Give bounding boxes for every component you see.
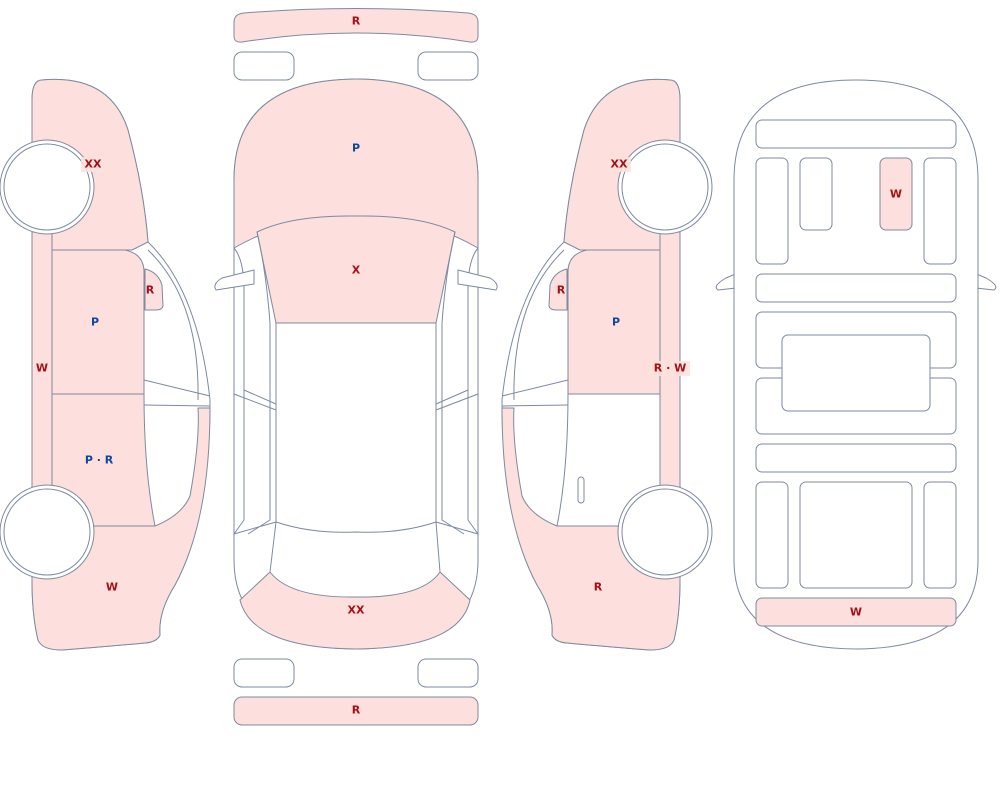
underbody-damaged-panel[interactable] — [879, 157, 913, 231]
top-roof — [275, 322, 437, 533]
top-right-mirror — [457, 269, 498, 291]
underbody-right-rear-rail — [923, 481, 957, 589]
top-rear-bumper-label: R — [352, 704, 361, 717]
underbody-panel-label: W — [890, 188, 902, 201]
underbody-spare-well — [799, 481, 913, 589]
svg-text:XX: XX — [611, 158, 628, 171]
top-right-pillars — [435, 231, 479, 535]
underbody-left-rear-rail — [755, 481, 789, 589]
underbody-center-tunnel — [781, 334, 931, 412]
top-trunk[interactable] — [239, 571, 471, 650]
underbody-mid-crossmember — [755, 443, 957, 473]
right-window-frame — [501, 249, 569, 407]
underbody-left-front-rail — [755, 157, 789, 265]
top-hood-label: P — [352, 142, 360, 155]
top-windshield-label: X — [352, 264, 361, 277]
left-front-door[interactable] — [51, 249, 145, 395]
left-mirror-label: R — [146, 284, 155, 297]
underbody-right-front-rail — [923, 157, 957, 265]
right-rear-quarter[interactable] — [501, 407, 681, 651]
underbody-view: W W — [715, 79, 997, 650]
right-fender-label: XX — [607, 157, 631, 172]
top-front-bumper[interactable] — [233, 8, 479, 43]
underbody-front-crossmember — [755, 119, 957, 149]
left-rear-quarter-label: W — [106, 581, 118, 594]
underbody-rear-crossmember[interactable] — [755, 597, 957, 627]
right-mirror[interactable] — [548, 268, 568, 311]
top-view: R P X XX R — [214, 8, 498, 726]
left-rear-quarter[interactable] — [31, 407, 211, 651]
top-front-left-light — [233, 51, 295, 81]
top-rear-right-light — [417, 658, 479, 688]
left-rear-wheel — [3, 488, 91, 576]
left-front-wheel — [3, 143, 91, 231]
underbody-rear-crossmember-label: W — [850, 606, 862, 619]
top-front-right-light — [417, 51, 479, 81]
top-left-pillars — [233, 231, 277, 535]
top-left-mirror — [214, 269, 255, 291]
left-side-view: XX P R W P · R W — [0, 78, 211, 651]
right-front-door-label: P — [612, 316, 620, 329]
top-trunk-label: XX — [348, 604, 365, 617]
right-mirror-label: R — [557, 284, 566, 297]
svg-text:R · W: R · W — [654, 362, 686, 375]
right-front-wheel — [621, 143, 709, 231]
left-window-frame — [143, 249, 211, 407]
top-front-bumper-label: R — [352, 15, 361, 28]
left-front-door-label: P — [91, 316, 99, 329]
left-rear-door-label: P · R — [85, 454, 114, 467]
underbody-engine-mount — [799, 157, 833, 231]
right-front-door[interactable] — [567, 249, 661, 395]
left-fender-label: XX — [81, 157, 105, 172]
right-rear-wheel — [621, 488, 709, 576]
underbody-firewall — [755, 273, 957, 303]
top-rear-window — [269, 521, 441, 573]
top-rear-left-light — [233, 658, 295, 688]
right-side-view: XX R P R · W R — [501, 78, 713, 651]
left-rocker-label: W — [36, 362, 48, 375]
top-windshield[interactable] — [256, 215, 456, 324]
right-fuel-door — [577, 476, 585, 504]
right-rear-quarter-label: R — [594, 581, 603, 594]
svg-text:XX: XX — [85, 158, 102, 171]
top-rear-bumper[interactable] — [233, 696, 479, 726]
right-rocker-label: R · W — [650, 361, 690, 376]
left-mirror[interactable] — [144, 268, 164, 311]
